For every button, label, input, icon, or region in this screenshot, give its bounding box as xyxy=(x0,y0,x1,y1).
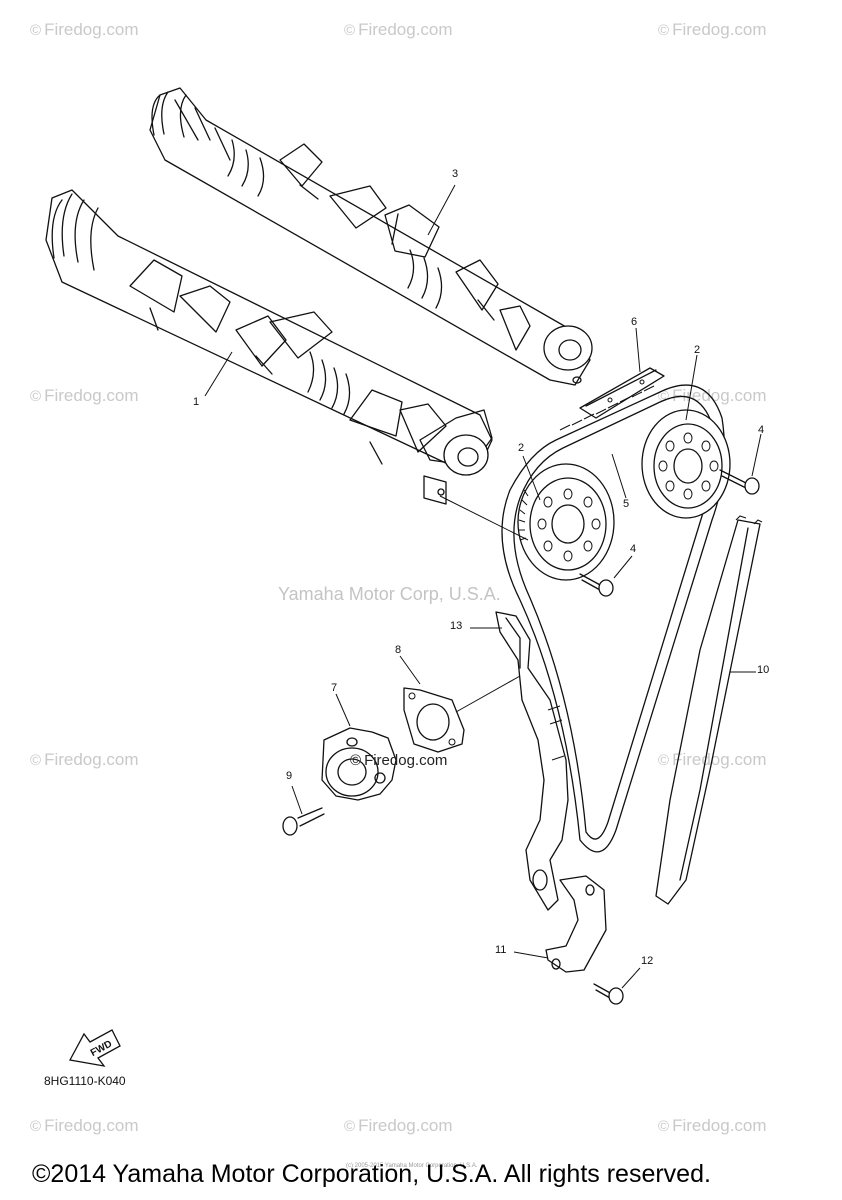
leader-3 xyxy=(427,184,456,236)
callout-2-left: 2 xyxy=(518,442,525,454)
callout-10: 10 xyxy=(757,664,770,676)
bolt-4-left xyxy=(579,555,633,597)
cam-sprocket-left xyxy=(517,463,615,581)
firedog-watermark: ©Firedog.com xyxy=(344,20,453,39)
bolt-12 xyxy=(593,967,641,1005)
leader-5 xyxy=(611,453,627,499)
firedog-watermark: ©Firedog.com xyxy=(30,20,139,39)
callout-11: 11 xyxy=(495,944,507,956)
leader-sprocket xyxy=(439,495,529,541)
camshaft-lower xyxy=(45,189,493,505)
cam-sprocket-right xyxy=(641,409,731,519)
firedog-watermark: ©Firedog.com xyxy=(30,1116,139,1135)
firedog-watermark: ©Firedog.com xyxy=(658,750,767,769)
callout-12: 12 xyxy=(641,955,654,967)
camshaft-upper xyxy=(149,87,593,386)
upper-chain-guide xyxy=(579,327,665,419)
firedog-watermark: ©Firedog.com xyxy=(658,1116,767,1135)
callout-2-right: 2 xyxy=(694,344,701,356)
leader-1 xyxy=(204,351,233,397)
callout-6: 6 xyxy=(631,316,638,328)
callout-8: 8 xyxy=(395,644,402,656)
yamaha-center-watermark: Yamaha Motor Corp, U.S.A. xyxy=(278,584,501,604)
bolt-4-right xyxy=(719,433,762,495)
callout-1: 1 xyxy=(193,396,200,408)
firedog-watermark: ©Firedog.com xyxy=(658,20,767,39)
chain-guide-right xyxy=(655,515,763,905)
firedog-watermark: ©Firedog.com xyxy=(30,386,139,405)
callout-4-right: 4 xyxy=(758,424,765,436)
firedog-watermark: ©Firedog.com xyxy=(344,1116,453,1135)
bolt-9 xyxy=(282,785,325,836)
callout-4-left: 4 xyxy=(630,543,637,555)
forward-arrow-icon: FWD xyxy=(69,1029,121,1067)
callout-9: 9 xyxy=(286,770,293,782)
callout-13: 13 xyxy=(450,620,463,632)
leader-2-right xyxy=(685,354,698,421)
firedog-watermark: ©Firedog.com xyxy=(30,750,139,769)
callout-5: 5 xyxy=(623,498,630,510)
callout-3: 3 xyxy=(452,168,459,180)
firedog-watermark-overlay: ©Firedog.com xyxy=(350,752,448,769)
tensioner-gasket xyxy=(399,655,521,753)
diagram-code: 8HG1110-K040 xyxy=(44,1074,126,1088)
chain-tensioner xyxy=(321,693,397,801)
tensioner-guide xyxy=(470,611,569,911)
copyright-notice: ©2014 Yamaha Motor Corporation, U.S.A. A… xyxy=(32,1160,711,1188)
guide-bracket xyxy=(513,875,607,973)
leader-2-left xyxy=(522,455,541,501)
callout-7: 7 xyxy=(331,682,338,694)
fine-print: (c) 2005-2015 Yamaha Motor Corporation, … xyxy=(346,1163,478,1169)
